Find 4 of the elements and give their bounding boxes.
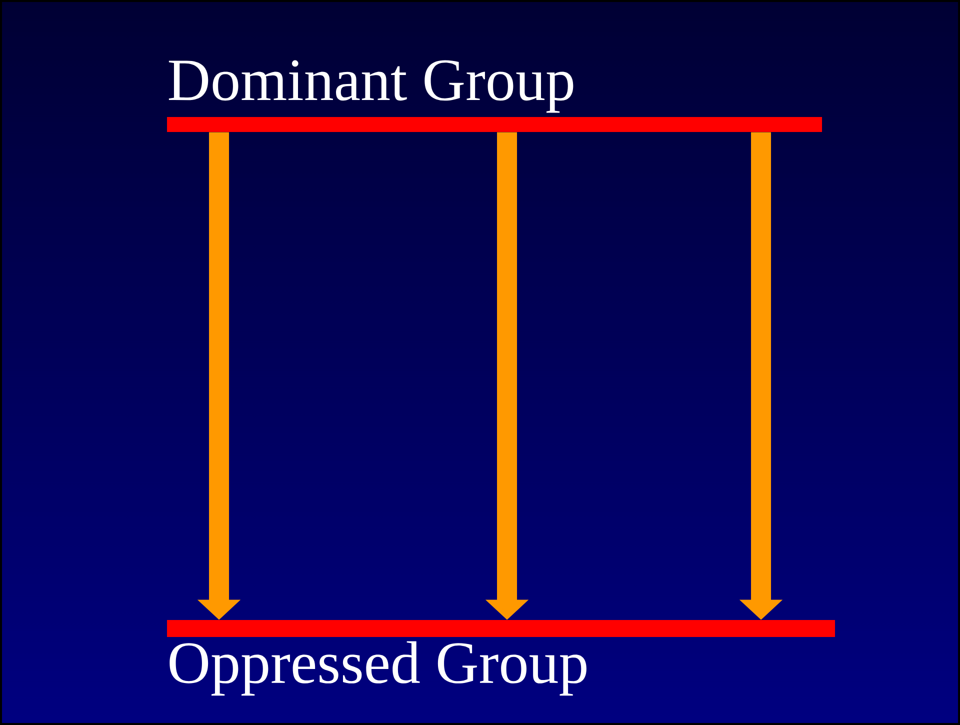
group-bar: Dominant Group (167, 60, 822, 132)
group-bar: Oppressed Group (167, 620, 836, 696)
node-label: Oppressed Group (170, 641, 586, 696)
node-label: Dominant Group (168, 60, 574, 113)
